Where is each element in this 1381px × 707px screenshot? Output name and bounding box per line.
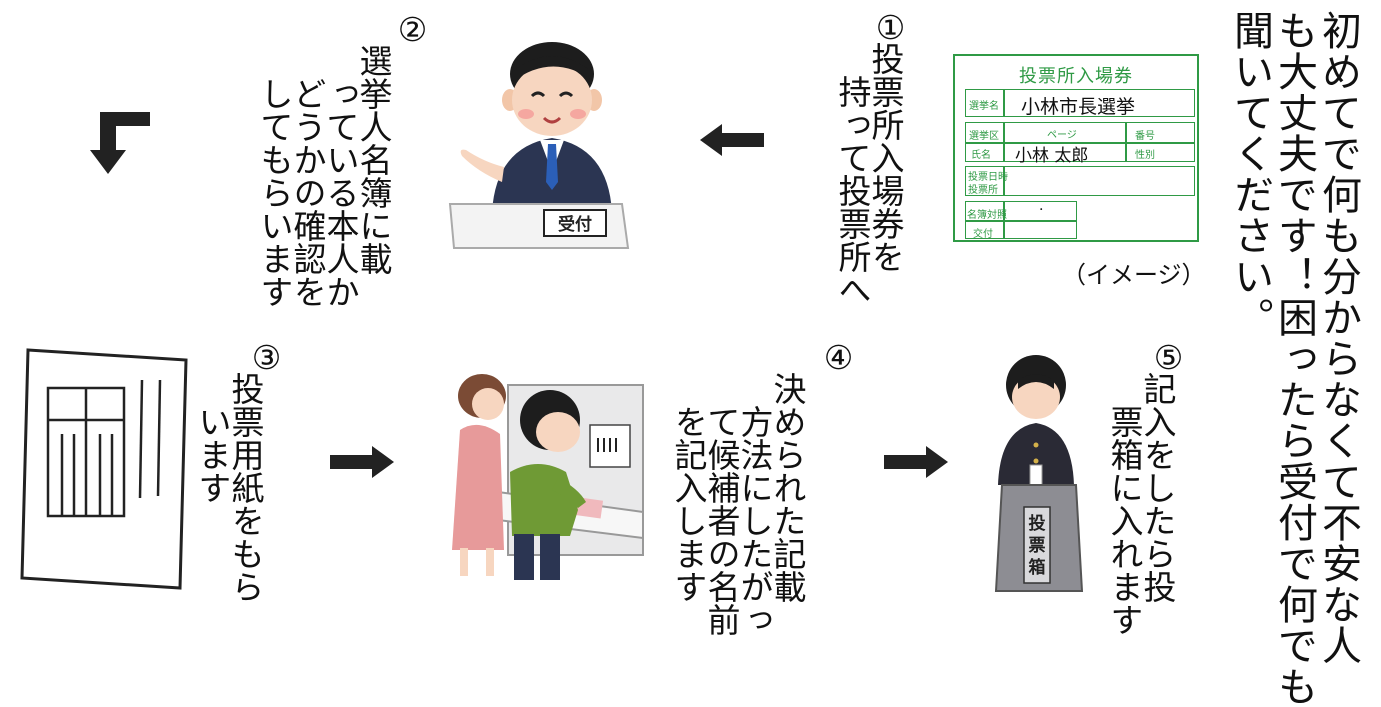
intro-line-1: 初めてで何も分からなくて不安な人 bbox=[1315, 10, 1361, 666]
step-1-text: 投票所入場券を 持って投票所へ bbox=[833, 42, 905, 306]
arrow-right-icon bbox=[330, 446, 394, 478]
ticket-number-label: 番号 bbox=[1135, 131, 1155, 142]
ballot-box-label-char-3: 箱 bbox=[1029, 557, 1046, 578]
ticket-title: 投票所入場券 bbox=[1019, 66, 1133, 87]
ticket-datetime-label-1: 投票日時 bbox=[968, 172, 1008, 183]
ticket-register-value: . bbox=[1039, 198, 1044, 214]
ticket-name-value: 小林 太郎 bbox=[1015, 146, 1089, 166]
reception-clerk-illustration: 受付 bbox=[448, 42, 630, 249]
arrow-left-icon bbox=[700, 124, 764, 156]
ballot-paper-illustration bbox=[20, 348, 188, 590]
step-5-text: 記入をしたら投 票箱に入れます bbox=[1105, 372, 1177, 636]
reception-sign-text: 受付 bbox=[558, 214, 592, 235]
ticket-datetime-label-2: 投票所 bbox=[968, 185, 998, 196]
step-4-number: ④ bbox=[819, 338, 858, 377]
ballot-box-label-char-1: 投 bbox=[1029, 513, 1046, 534]
ticket-datetime-row bbox=[965, 166, 1195, 196]
step-2-text: 選挙人名簿に載 っている本人か どうかの確認を してもらいます bbox=[255, 44, 393, 308]
step-4-text: 決められた記載 方法にしたがっ て候補者の名前 を記入します bbox=[669, 372, 807, 636]
ticket-election-value: 小林市長選挙 bbox=[1021, 96, 1136, 118]
ballot-box-label-char-2: 票 bbox=[1029, 536, 1046, 556]
voting-booth-illustration bbox=[452, 374, 644, 580]
intro-line-3: 聞いてください。 bbox=[1227, 10, 1273, 338]
arrow-down-icon bbox=[90, 112, 150, 174]
step-2-number: ② bbox=[393, 10, 432, 49]
step-5-number: ⑤ bbox=[1149, 338, 1188, 377]
ticket-register-label: 名簿対照 bbox=[967, 210, 1007, 221]
step-3-number: ③ bbox=[247, 338, 286, 377]
arrow-right-icon bbox=[884, 446, 948, 478]
ticket-page-label: ページ bbox=[1047, 130, 1077, 141]
ticket-name-label: 氏名 bbox=[971, 150, 991, 161]
intro-line-2: も大丈夫です！困ったら受付で何でも bbox=[1271, 10, 1317, 707]
ticket-gender-label: 性別 bbox=[1135, 150, 1155, 161]
voting-ticket: 投票所入場券 選挙名 小林市長選挙 選挙区 ページ 番号 氏名 小林 太郎 性別… bbox=[953, 54, 1199, 242]
ticket-election-label: 選挙名 bbox=[969, 101, 999, 112]
step-3-text: 投票用紙をもら います bbox=[193, 372, 265, 603]
step-1-number: ① bbox=[871, 8, 910, 47]
ballot-box-illustration: 投 票 箱 bbox=[994, 355, 1084, 592]
ticket-caption: （イメージ） bbox=[1062, 261, 1206, 289]
ticket-issue-label: 交付 bbox=[973, 229, 993, 240]
ticket-district-label: 選挙区 bbox=[969, 131, 999, 142]
ticket-election-row bbox=[965, 89, 1195, 117]
